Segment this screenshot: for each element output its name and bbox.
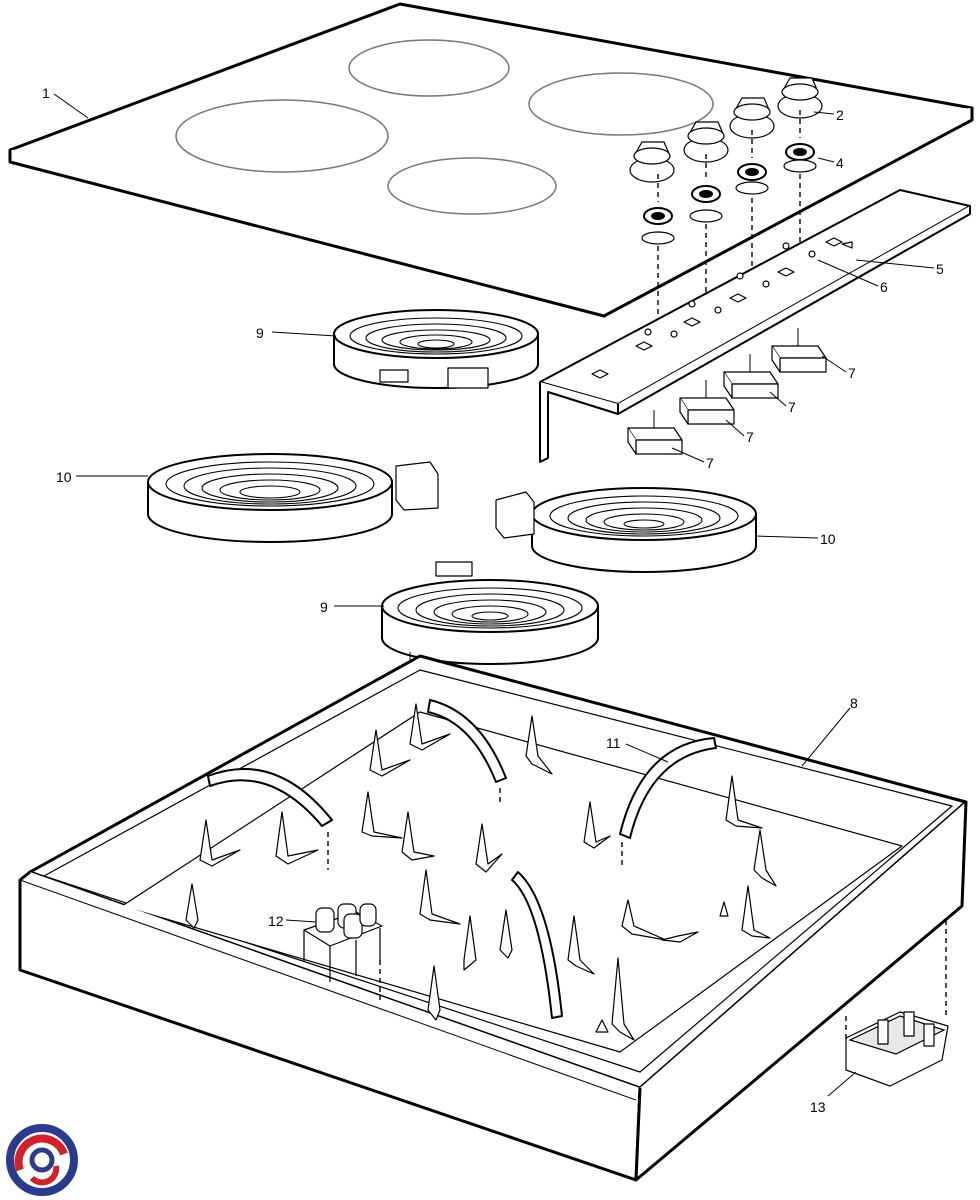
callout-10a: 10 [56,469,72,485]
callout-7b: 7 [848,365,856,381]
callout-2: 2 [836,107,844,123]
brand-logo-icon [6,1124,78,1196]
part-5-control-panel-bracket [539,189,971,463]
callout-4: 4 [836,155,844,171]
part-12-filter-block [303,903,383,982]
callout-12: 12 [268,913,284,929]
callout-7d: 7 [746,429,754,445]
tray-support-posts [185,703,777,1041]
callout-9a: 9 [256,325,264,341]
part-13-terminal-block [845,1011,949,1087]
callout-7e: 7 [706,455,714,471]
assembly-lines [327,788,947,1040]
callout-1: 1 [42,85,50,101]
callout-11: 11 [606,735,621,751]
part-2-control-knobs [629,77,823,183]
part-9-small-radiant-element-bottom [381,561,599,700]
part-11-element-clamps [207,699,717,1019]
callout-13: 13 [810,1099,826,1115]
callout-10b: 10 [820,531,836,547]
callout-7c: 7 [788,399,796,415]
leader-lines [53,93,935,1097]
callout-5: 5 [936,261,944,277]
part-7-energy-regulators [627,328,827,455]
callout-labels: 1 2 4 5 6 7 7 7 7 7 8 9 9 10 10 11 12 13 [42,85,944,1115]
part-9-small-radiant-element-top [333,309,539,389]
part-10-large-radiant-element-left [147,453,439,543]
callout-8: 8 [850,695,858,711]
callout-6: 6 [880,279,888,295]
part-4-knob-rings [641,143,817,245]
part-8-base-tray [18,654,968,1182]
callout-9b: 9 [320,599,328,615]
part-6-screws [644,242,816,338]
part-10-large-radiant-element-right [495,487,757,573]
part-1-ceramic-glass-top [8,2,974,318]
